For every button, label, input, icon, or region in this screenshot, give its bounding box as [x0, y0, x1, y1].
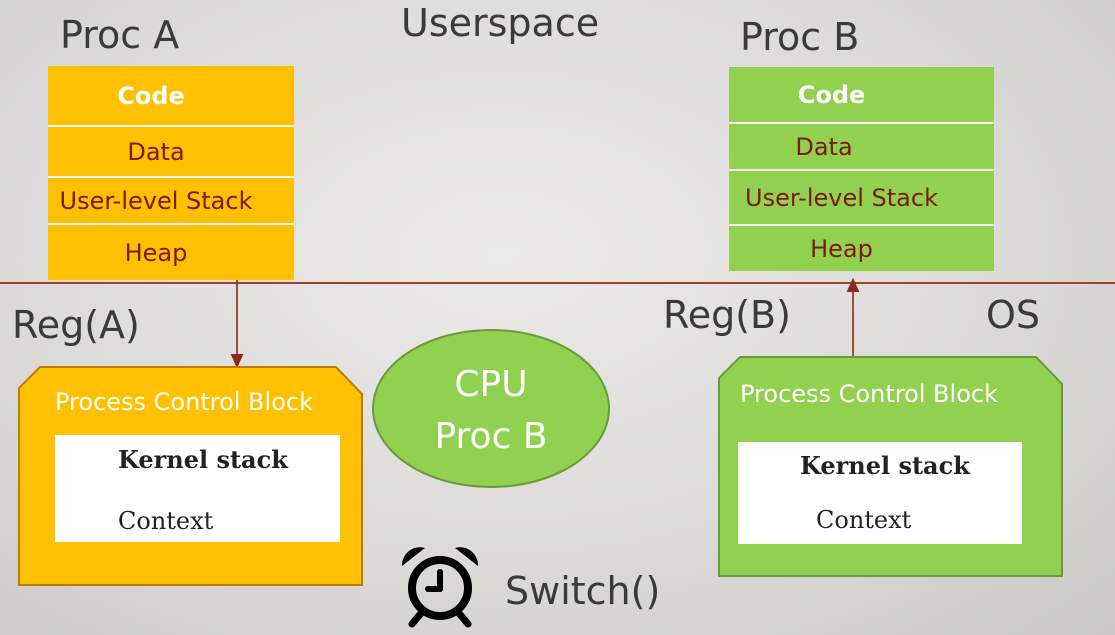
- os-label: OS: [986, 293, 1041, 337]
- proc-b-heap-segment: Heap: [729, 226, 994, 271]
- pcb-b-title: Process Control Block: [740, 380, 998, 408]
- cpu-ellipse: CPU Proc B: [371, 328, 611, 489]
- proc-b-data-segment: Data: [729, 124, 994, 171]
- pcb-b: Process Control Block Kernel stack Conte…: [718, 356, 1063, 577]
- reg-a-label: Reg(A): [12, 303, 140, 347]
- alarm-clock-icon: [401, 547, 479, 628]
- proc-b-user-stack-segment: User-level Stack: [729, 171, 994, 226]
- proc-a-data-segment: Data: [48, 127, 294, 178]
- pcb-a-title: Process Control Block: [55, 388, 313, 416]
- proc-a-heap-segment: Heap: [48, 225, 294, 280]
- proc-a-label: Proc A: [60, 13, 180, 57]
- pcb-a: Process Control Block Kernel stack Conte…: [18, 366, 363, 586]
- pcb-a-context: Context: [118, 507, 214, 535]
- pcb-b-kernel-stack: Kernel stack: [800, 451, 970, 480]
- cpu-ellipse-shape: [372, 329, 610, 488]
- cpu-proc-label: Proc B: [434, 416, 548, 457]
- switch-label: Switch(): [505, 569, 661, 613]
- proc-b-code-segment: Code: [729, 67, 994, 124]
- cpu-label: CPU: [454, 364, 528, 405]
- proc-b-label: Proc B: [740, 15, 860, 59]
- pcb-b-context: Context: [816, 506, 912, 534]
- pcb-a-inner-box: Kernel stack Context: [55, 435, 340, 542]
- userspace-label: Userspace: [401, 1, 600, 45]
- pcb-b-inner-box: Kernel stack Context: [738, 442, 1022, 544]
- reg-b-label: Reg(B): [663, 293, 791, 337]
- pcb-a-kernel-stack: Kernel stack: [118, 445, 288, 474]
- proc-a-user-stack-segment: User-level Stack: [48, 178, 294, 225]
- proc-a-code-segment: Code: [48, 66, 294, 127]
